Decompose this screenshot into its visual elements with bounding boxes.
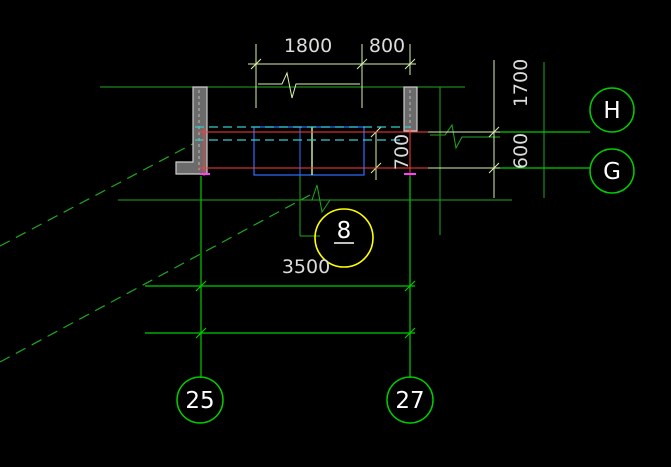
bottom-tick-3 bbox=[195, 327, 207, 339]
diagonal-dashed-upper bbox=[0, 139, 201, 247]
diagonal-dashed-lower bbox=[0, 194, 311, 363]
bottom-tick-1 bbox=[195, 280, 207, 292]
grid-bubble-25-circle bbox=[176, 376, 224, 424]
top-break-line bbox=[258, 71, 360, 99]
grid-bubble-27-circle bbox=[386, 376, 434, 424]
grid-bubble-h[interactable]: H bbox=[589, 87, 635, 133]
grid-label-h: H bbox=[603, 98, 620, 124]
construction-lines bbox=[100, 86, 512, 237]
dimension-text-1800: 1800 bbox=[284, 35, 332, 57]
break-line-right bbox=[430, 123, 500, 150]
grid-bubble-g[interactable]: G bbox=[589, 148, 635, 194]
dimension-text-1700: 1700 bbox=[510, 59, 532, 107]
top-tick-2 bbox=[356, 58, 368, 70]
top-tick-1 bbox=[250, 58, 262, 70]
grid-label-g: G bbox=[603, 159, 621, 185]
walls bbox=[175, 86, 418, 175]
top-dimension-chain bbox=[248, 44, 416, 108]
bottom-tick-4 bbox=[404, 327, 416, 339]
grid-bubble-h-circle bbox=[589, 87, 635, 133]
grid-axes bbox=[145, 131, 590, 378]
right-tick-1 bbox=[488, 126, 500, 138]
beams bbox=[195, 126, 428, 176]
grid-bubble-27[interactable]: 27 bbox=[386, 376, 434, 424]
diagonal-dashed-lines bbox=[0, 139, 311, 363]
detail-callout-number: 8 bbox=[337, 218, 352, 244]
grid-bubble-g-circle bbox=[589, 148, 635, 194]
grid-label-25: 25 bbox=[185, 388, 214, 414]
inner-dimension bbox=[370, 126, 382, 180]
break-line-bottom bbox=[300, 184, 360, 214]
detail-callout[interactable]: 8 bbox=[314, 208, 374, 268]
right-tick-2 bbox=[488, 162, 500, 174]
dimension-text-600: 600 bbox=[510, 133, 532, 169]
grid-bubble-25[interactable]: 25 bbox=[176, 376, 224, 424]
left-wall-section bbox=[175, 86, 208, 175]
right-dimension-chain bbox=[420, 60, 545, 198]
dimension-text-700: 700 bbox=[391, 134, 413, 170]
dimension-text-3500: 3500 bbox=[282, 256, 330, 278]
detail-callout-circle bbox=[314, 208, 374, 268]
grid-label-27: 27 bbox=[395, 388, 424, 414]
dimension-text-800: 800 bbox=[369, 35, 405, 57]
bottom-tick-2 bbox=[404, 280, 416, 292]
top-tick-3 bbox=[404, 58, 416, 70]
